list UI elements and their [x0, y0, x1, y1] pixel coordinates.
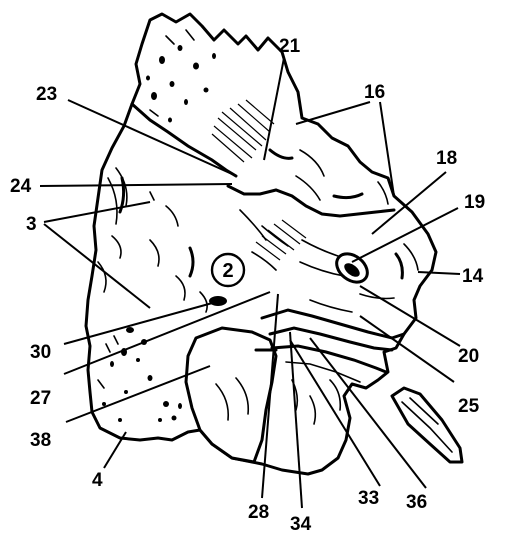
label-30: 30: [30, 342, 51, 363]
mastoid-foramen: [209, 296, 227, 306]
label-20: 20: [458, 346, 479, 367]
label-16: 16: [364, 82, 385, 103]
label-36: 36: [406, 492, 427, 513]
label-33: 33: [358, 488, 379, 509]
label-2: 2: [222, 260, 233, 282]
label-24: 24: [10, 176, 32, 197]
label-34: 34: [290, 514, 312, 535]
label-38: 38: [30, 430, 51, 451]
label-23: 23: [36, 84, 57, 105]
label-3: 3: [26, 214, 37, 235]
lower-lobe: [186, 328, 276, 462]
label-25: 25: [458, 396, 480, 417]
label-14: 14: [462, 266, 484, 287]
label-18: 18: [436, 148, 457, 169]
label-19: 19: [464, 192, 485, 213]
label-21: 21: [279, 36, 301, 57]
label-27: 27: [30, 388, 51, 409]
label-28: 28: [248, 502, 269, 523]
label-4: 4: [92, 470, 103, 491]
